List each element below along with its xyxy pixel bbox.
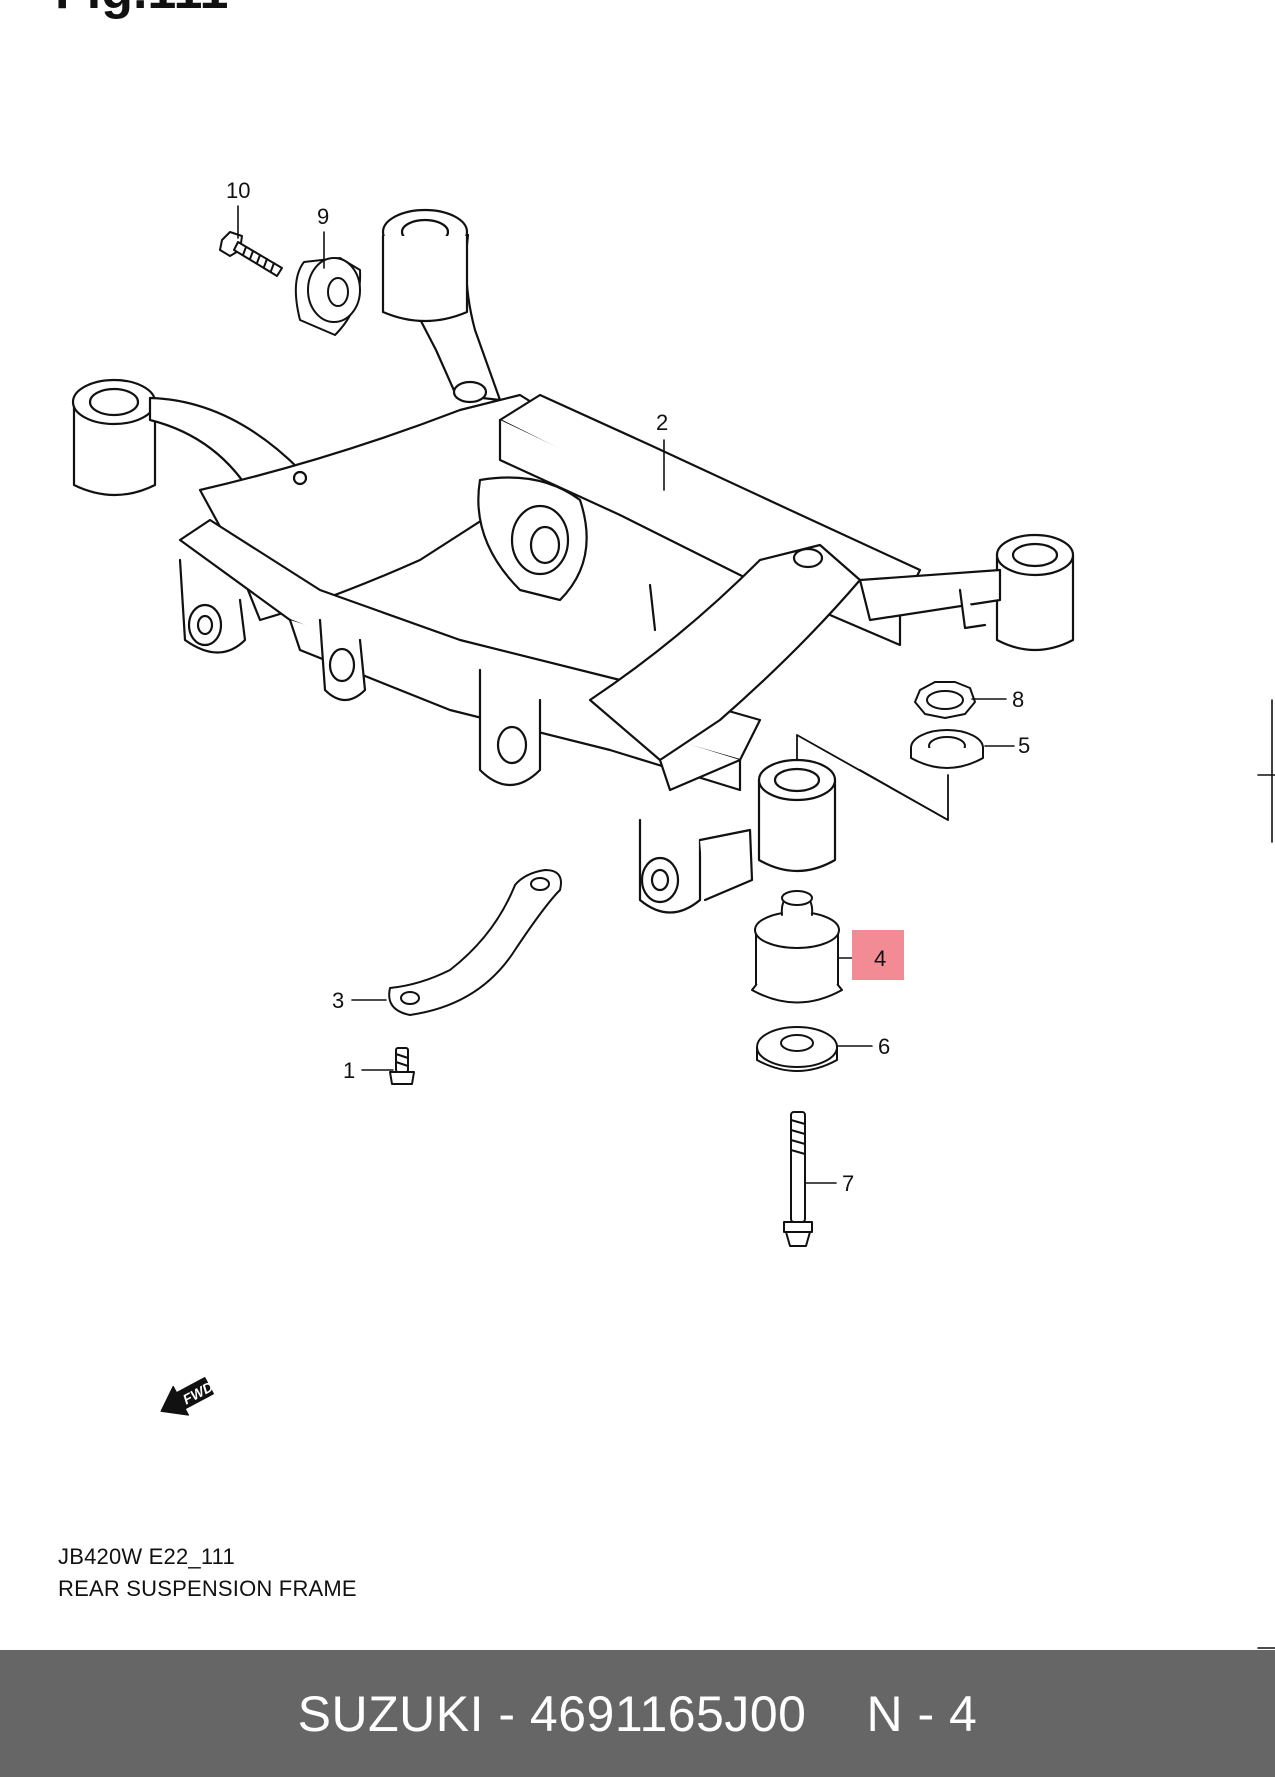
bolt-1 xyxy=(389,1047,415,1085)
fwd-arrow-icon: FWD xyxy=(160,1377,216,1416)
footer-bar: SUZUKI - 4691165J00 N - 4 xyxy=(0,1650,1275,1777)
callout-2: 2 xyxy=(656,410,668,435)
figure-header-fragment: Fig.111 xyxy=(55,0,228,20)
callout-4-highlight xyxy=(852,930,904,980)
ring-8 xyxy=(914,681,976,719)
figure-code: JB420W E22_111 xyxy=(58,1544,235,1569)
callout-4: 4 xyxy=(874,946,886,971)
callout-6: 6 xyxy=(878,1034,890,1059)
edge-marks xyxy=(1257,699,1275,1649)
suspension-frame xyxy=(71,208,1075,914)
footer-reference: N - 4 xyxy=(866,1685,978,1742)
callout-8: 8 xyxy=(1012,687,1024,712)
spacer-5 xyxy=(910,729,984,769)
callout-3: 3 xyxy=(332,988,344,1013)
callout-9: 9 xyxy=(317,204,329,229)
group-bracket-lines xyxy=(796,734,949,821)
figure-title: REAR SUSPENSION FRAME xyxy=(58,1576,357,1601)
bushing-4 xyxy=(751,890,843,1004)
washer-9 xyxy=(294,257,362,336)
parts-diagram: Fig.111 xyxy=(55,0,1275,1649)
callout-1: 1 xyxy=(343,1058,355,1083)
washer-6 xyxy=(756,1026,838,1072)
callout-10: 10 xyxy=(226,178,250,203)
bolt-7 xyxy=(783,1111,813,1247)
callout-7: 7 xyxy=(842,1171,854,1196)
callout-5: 5 xyxy=(1018,733,1030,758)
stay-3 xyxy=(388,869,562,1016)
footer-part-number: SUZUKI - 4691165J00 xyxy=(297,1685,807,1742)
bolt-10 xyxy=(219,231,283,277)
